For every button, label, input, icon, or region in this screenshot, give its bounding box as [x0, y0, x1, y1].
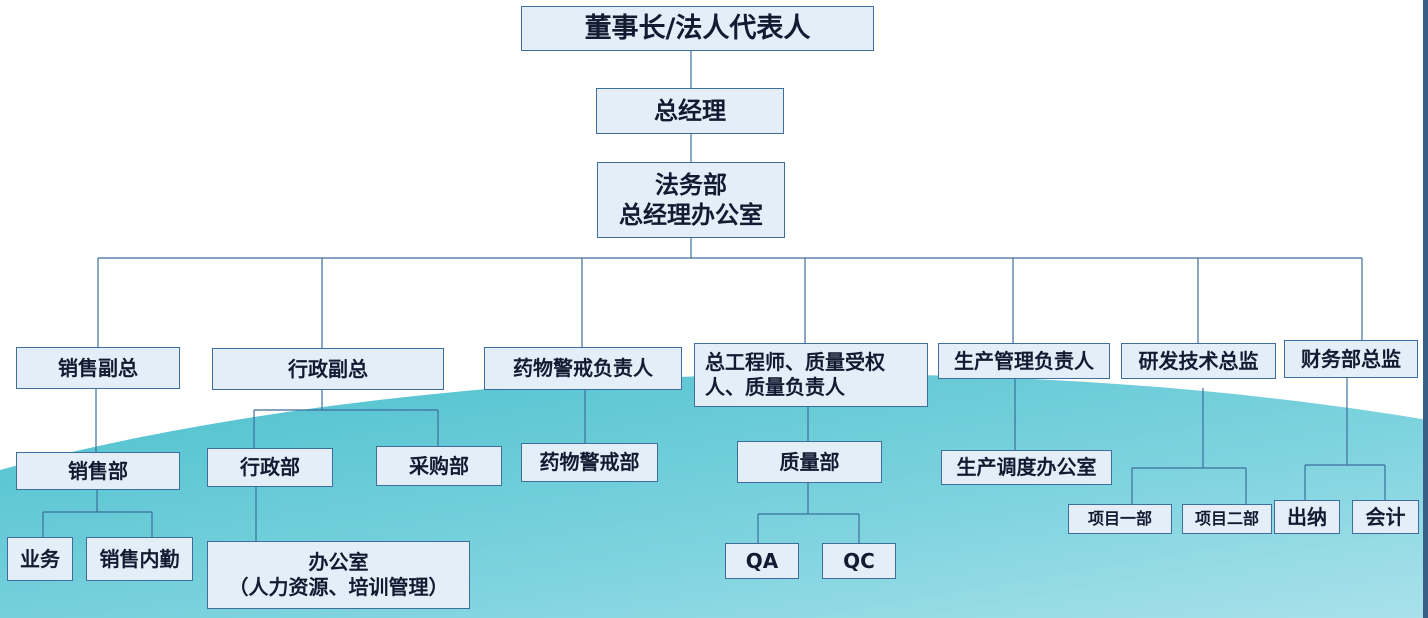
node-sales-vp: 销售副总: [16, 347, 180, 389]
node-accountant: 会计: [1352, 500, 1419, 534]
node-business: 业务: [7, 537, 73, 581]
node-legal-office: 法务部 总经理办公室: [597, 162, 785, 238]
node-sales-dept: 销售部: [16, 452, 180, 490]
node-qc: QC: [822, 543, 896, 579]
node-qa: QA: [725, 543, 799, 579]
node-pv-head: 药物警戒负责人: [484, 347, 682, 390]
node-chief-engineer: 总工程师、质量受权 人、质量负责人: [694, 343, 928, 407]
node-production-office: 生产调度办公室: [941, 450, 1112, 485]
node-office: 办公室 （人力资源、培训管理）: [207, 541, 470, 609]
node-finance-director: 财务部总监: [1284, 340, 1418, 378]
node-admin-dept: 行政部: [207, 448, 333, 487]
node-project-1: 项目一部: [1068, 504, 1172, 534]
node-rd-director: 研发技术总监: [1121, 343, 1276, 379]
node-project-2: 项目二部: [1182, 504, 1272, 534]
node-cashier: 出纳: [1274, 500, 1340, 534]
node-sales-internal: 销售内勤: [86, 537, 193, 581]
node-production-head: 生产管理负责人: [938, 343, 1110, 379]
node-purchase-dept: 采购部: [376, 446, 502, 486]
right-edge-bar: [1423, 0, 1428, 618]
node-pv-dept: 药物警戒部: [521, 443, 658, 482]
node-admin-vp: 行政副总: [212, 348, 444, 390]
node-quality-dept: 质量部: [737, 441, 882, 483]
node-general-manager: 总经理: [596, 88, 784, 134]
node-chairman: 董事长/法人代表人: [521, 6, 874, 51]
